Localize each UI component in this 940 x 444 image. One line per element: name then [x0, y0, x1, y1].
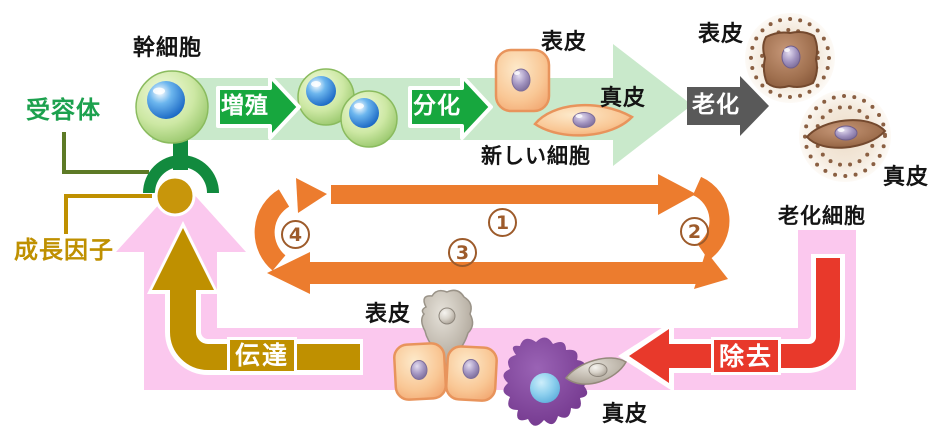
bottom-epidermis-label: 表皮: [365, 302, 412, 327]
new-cells-label: 新しい細胞: [481, 144, 591, 168]
cycle-step-2: 2: [680, 217, 709, 246]
differentiation-label: 分化: [413, 93, 461, 119]
transmission-arrow: [147, 221, 363, 375]
daughter-cell-2: [340, 90, 398, 148]
receptor-label: 受容体: [26, 96, 101, 124]
cycle-arrow-left-curve: [254, 178, 327, 271]
stem-cell-label: 幹細胞: [133, 36, 203, 61]
bottom-dermis-label: 真皮: [602, 402, 649, 427]
new-dermis-label: 真皮: [600, 86, 647, 111]
receptor-connector-line: [62, 132, 149, 174]
removal-label: 除去: [711, 337, 781, 375]
epidermis-cell-left: [393, 342, 448, 401]
stem-cell: [135, 70, 209, 144]
aging-arrow: [687, 76, 769, 136]
aged-dermis-label: 真皮: [883, 165, 930, 190]
proliferation-arrow: [216, 74, 301, 140]
engulfed-dermis-cell: [564, 357, 628, 385]
new-epidermis-cell: [494, 48, 551, 113]
removal-arrow: [618, 254, 845, 392]
epidermis-cell-right: [445, 345, 498, 402]
cycle-arrow-top: [331, 174, 696, 215]
new-epidermis-label: 表皮: [541, 30, 588, 55]
proliferation-label: 増殖: [221, 93, 269, 119]
cycle-step-1: 1: [488, 208, 517, 237]
macrophage-cell: [503, 337, 589, 426]
cycle-arrow-right-curve: [692, 176, 730, 289]
aged-epidermis-label: 表皮: [698, 22, 745, 47]
aged-epidermis-cell: [745, 13, 835, 103]
daughter-cell-1: [297, 68, 355, 126]
growth-factor-connector-line: [64, 194, 152, 234]
aging-label: 老化: [692, 92, 740, 118]
new-dermis-cell: [533, 103, 635, 137]
cycle-step-4: 4: [281, 220, 310, 249]
aged-cells-label: 老化細胞: [778, 204, 866, 228]
growth-factor-ball: [154, 175, 196, 217]
differentiation-arrow: [408, 74, 493, 140]
cycle-arrow-bottom: [267, 252, 706, 294]
growth-factor-label: 成長因子: [14, 236, 114, 264]
transmission-label: 伝達: [227, 337, 297, 374]
aged-dermis-cell: [799, 90, 891, 182]
cycle-step-3: 3: [448, 238, 477, 267]
